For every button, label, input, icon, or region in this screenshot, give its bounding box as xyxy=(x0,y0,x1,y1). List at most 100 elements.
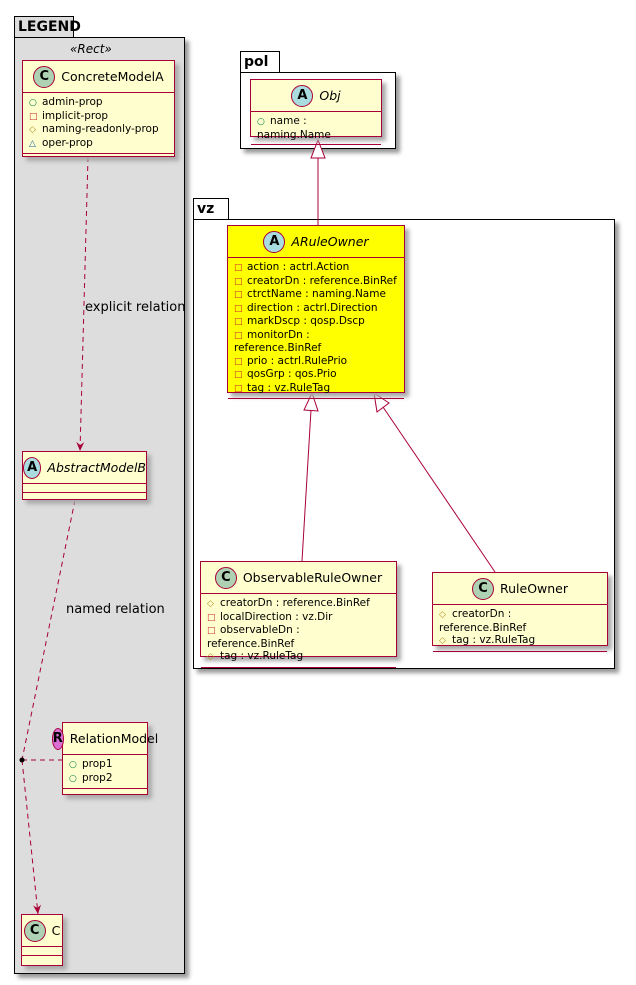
private-visibility-icon: □ xyxy=(207,626,216,636)
class-name: RelationModel xyxy=(69,731,159,746)
attribute-text: tag : vz.RuleTag xyxy=(220,650,304,662)
association-dot xyxy=(19,757,25,763)
class-header: C RuleOwner xyxy=(433,573,607,605)
named-relation-label: named relation xyxy=(66,602,165,617)
private-visibility-icon: □ xyxy=(234,330,243,341)
protected-visibility-icon: ◇ xyxy=(207,652,214,662)
class-header: A Obj xyxy=(251,80,381,112)
class-name: AbstractModelB xyxy=(47,460,146,475)
private-visibility-icon: □ xyxy=(234,276,243,287)
private-visibility-icon: □ xyxy=(234,370,243,380)
attribute-text: prio : actrl.RulePrio xyxy=(247,354,348,367)
private-visibility-icon: □ xyxy=(234,356,243,367)
attribute: □ creatorDn : reference.BinRef xyxy=(234,275,398,289)
class-kind-icon: C xyxy=(33,65,56,88)
explicit-relation-edge xyxy=(76,156,89,452)
named-relation-edge-2 xyxy=(21,759,42,915)
inherit-edge-observable xyxy=(301,409,312,562)
class-name: RuleOwner xyxy=(499,581,569,596)
class-name: ConcreteModelA xyxy=(61,69,164,84)
pol-package-tab: pol xyxy=(240,51,280,73)
class-observable-rule-owner[interactable]: C ObservableRuleOwner ◇ creatorDn : referen… xyxy=(200,561,397,668)
attribute: ◇tag : vz.RuleTag xyxy=(439,634,601,648)
attribute-text: observableDn : reference.BinRef xyxy=(207,624,300,650)
attribute-text: ctrctName : naming.Name xyxy=(247,288,386,300)
private-visibility-icon: □ xyxy=(207,612,216,623)
private-visibility-icon: □ xyxy=(234,303,243,314)
class-obj[interactable]: A Obj ○name : naming.Name xyxy=(250,79,382,145)
attribute: □observableDn : reference.BinRef xyxy=(207,624,390,650)
class-attributes xyxy=(22,947,62,956)
class-header: A AbstractModelB xyxy=(23,452,146,484)
class-kind-icon: C xyxy=(214,566,237,589)
public-visibility-icon: ○ xyxy=(69,773,77,784)
class-name: ObservableRuleOwner xyxy=(242,570,383,585)
attribute-text: oper-prop xyxy=(42,136,93,149)
attribute: ○name : naming.Name xyxy=(257,115,375,141)
attribute-text: qosGrp : qos.Prio xyxy=(247,368,337,380)
package-visibility-icon: △ xyxy=(29,138,36,149)
vz-package-tab: vz xyxy=(193,198,229,220)
attribute-text: tag : vz.RuleTag xyxy=(247,381,331,394)
private-visibility-icon: □ xyxy=(234,317,243,327)
attribute-text: admin-prop xyxy=(42,96,103,108)
private-visibility-icon: □ xyxy=(234,383,243,394)
attribute-text: prop1 xyxy=(82,758,113,770)
legend-package-tab: LEGEND xyxy=(14,16,81,38)
named-relation-edge-1 xyxy=(21,499,76,761)
inherit-edge-ruleowner xyxy=(382,406,496,573)
attribute-text: creatorDn : reference.BinRef xyxy=(439,608,527,634)
attribute-text: prop2 xyxy=(82,771,113,784)
attribute-text: markDscp : qosp.Dscp xyxy=(247,315,365,327)
class-kind-icon: C xyxy=(471,577,494,600)
class-kind-icon: A xyxy=(23,456,42,479)
protected-visibility-icon: ◇ xyxy=(207,599,214,609)
class-attributes: ◇ creatorDn : reference.BinRef □ localDirec… xyxy=(201,594,396,668)
class-name: C xyxy=(51,923,61,938)
attribute: ◇ creatorDn : reference.BinRef xyxy=(207,597,390,611)
attribute: ◇creatorDn : reference.BinRef xyxy=(439,608,601,634)
attribute: △ oper-prop xyxy=(29,137,168,151)
attribute-text: implicit-prop xyxy=(42,109,109,122)
attribute-text: creatorDn : reference.BinRef xyxy=(220,597,370,609)
attribute-text: tag : vz.RuleTag xyxy=(452,634,536,646)
class-kind-icon: A xyxy=(291,84,314,107)
class-header: C ObservableRuleOwner xyxy=(201,562,396,594)
attribute-text: naming-readonly-prop xyxy=(42,123,159,135)
attribute-text: localDirection : vz.Dir xyxy=(220,610,333,623)
attribute-text: direction : actrl.Direction xyxy=(247,301,378,314)
class-kind-icon: R xyxy=(51,727,64,750)
class-abstract-model-b[interactable]: A AbstractModelB xyxy=(22,451,147,500)
attribute: ○ admin-prop xyxy=(29,96,168,110)
protected-visibility-icon: ◇ xyxy=(439,610,446,620)
stereotype-label: «Rect» xyxy=(70,42,112,56)
class-attributes: □action : actrl.Action□creatorDn : refer… xyxy=(228,258,404,399)
attribute: ○prop1 xyxy=(69,758,141,772)
public-visibility-icon: ○ xyxy=(29,98,37,108)
attribute: □action : actrl.Action xyxy=(234,261,398,275)
protected-visibility-icon: ◇ xyxy=(29,125,36,135)
public-visibility-icon: ○ xyxy=(257,117,265,127)
attribute-text: monitorDn : reference.BinRef xyxy=(234,328,322,355)
inherit-arrow-observable xyxy=(303,391,319,412)
class-header: R RelationModel xyxy=(51,723,158,755)
class-attributes: ○admin-prop□implicit-prop◇naming-readonl… xyxy=(23,93,174,154)
attribute: □ localDirection : vz.Dir xyxy=(207,611,390,625)
class-rule-owner[interactable]: C RuleOwner ◇creatorDn : reference.BinRef◇… xyxy=(432,572,608,652)
attribute: □ tag : vz.RuleTag xyxy=(234,382,398,396)
attribute: □ctrctName : naming.Name xyxy=(234,288,398,302)
class-attributes: ○prop1○ prop2 xyxy=(63,755,147,789)
class-kind-icon: C xyxy=(23,919,46,942)
class-relation-model[interactable]: R RelationModel ○prop1○ prop2 xyxy=(51,722,158,795)
attribute-text: name : naming.Name xyxy=(257,115,331,141)
class-kind-icon: A xyxy=(263,230,286,253)
class-name: Obj xyxy=(319,88,341,103)
attribute-text: creatorDn : reference.BinRef xyxy=(247,274,397,287)
class-attributes: ◇creatorDn : reference.BinRef◇tag : vz.R… xyxy=(433,605,607,652)
class-attributes: ○name : naming.Name xyxy=(251,112,381,145)
vz-package xyxy=(193,219,615,669)
